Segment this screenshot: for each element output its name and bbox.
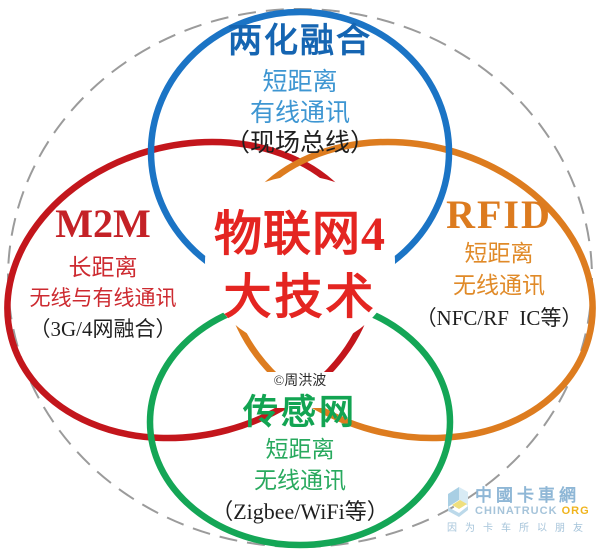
chinatruck-logo: 中國卡車網 CHINATRUCK ORG 因为卡车所以朋友 (447, 486, 597, 535)
bottom-circle-sub1: 短距离 (265, 437, 335, 462)
right-circle-sub2: 无线通讯 (453, 273, 545, 298)
bottom-circle-sub2: 无线通讯 (254, 468, 346, 493)
center-text-mask (205, 176, 395, 348)
bottom-circle-note: （Zigbee/WiFi等） (211, 499, 389, 524)
center-title-line1: 物联网4 (213, 208, 386, 261)
right-circle-sub1: 短距离 (464, 241, 534, 266)
right-circle-labels: RFID 短距离 无线通讯 （NFC/RF IC等） (404, 192, 594, 329)
logo-slogan: 因为卡车所以朋友 (447, 523, 591, 534)
bottom-circle-labels: ©周洪波 传感网 短距离 无线通讯 （Zigbee/WiFi等） (170, 374, 430, 524)
logo-english-name: CHINATRUCK ORG (475, 505, 590, 517)
watermark-mask (252, 372, 348, 408)
left-circle-note: （3G/4网融合） (29, 317, 177, 341)
author-watermark: ©周洪波 (273, 374, 327, 389)
left-circle-labels: M2M 长距离 无线与有线通讯 （3G/4网融合） (10, 200, 196, 340)
left-circle-sub1: 长距离 (68, 255, 138, 280)
center-title: 物联网4 大技术 (180, 210, 420, 323)
logo-chinese-name: 中國卡車網 (475, 486, 580, 505)
left-circle-title: M2M (55, 201, 151, 246)
right-circle-note: （NFC/RF IC等） (415, 306, 583, 330)
right-circle-title: RFID (446, 192, 552, 237)
top-circle-sub2: 有线通讯 (249, 100, 350, 127)
top-circle-title: 两化融合 (228, 23, 372, 60)
left-circle-sub2: 无线与有线通讯 (29, 286, 177, 310)
top-circle-labels: 两化融合 短距离 有线通讯 （现场总线） (170, 22, 430, 156)
logo-en-main: CHINATRUCK (475, 505, 562, 517)
top-circle-sub1: 短距离 (262, 69, 338, 96)
bottom-circle-title: 传感网 (242, 393, 357, 432)
top-circle-note: （现场总线） (224, 130, 375, 157)
logo-en-suffix: ORG (561, 505, 590, 517)
center-title-line2: 大技术 (223, 271, 377, 324)
chinatruck-cube-icon (448, 487, 468, 517)
